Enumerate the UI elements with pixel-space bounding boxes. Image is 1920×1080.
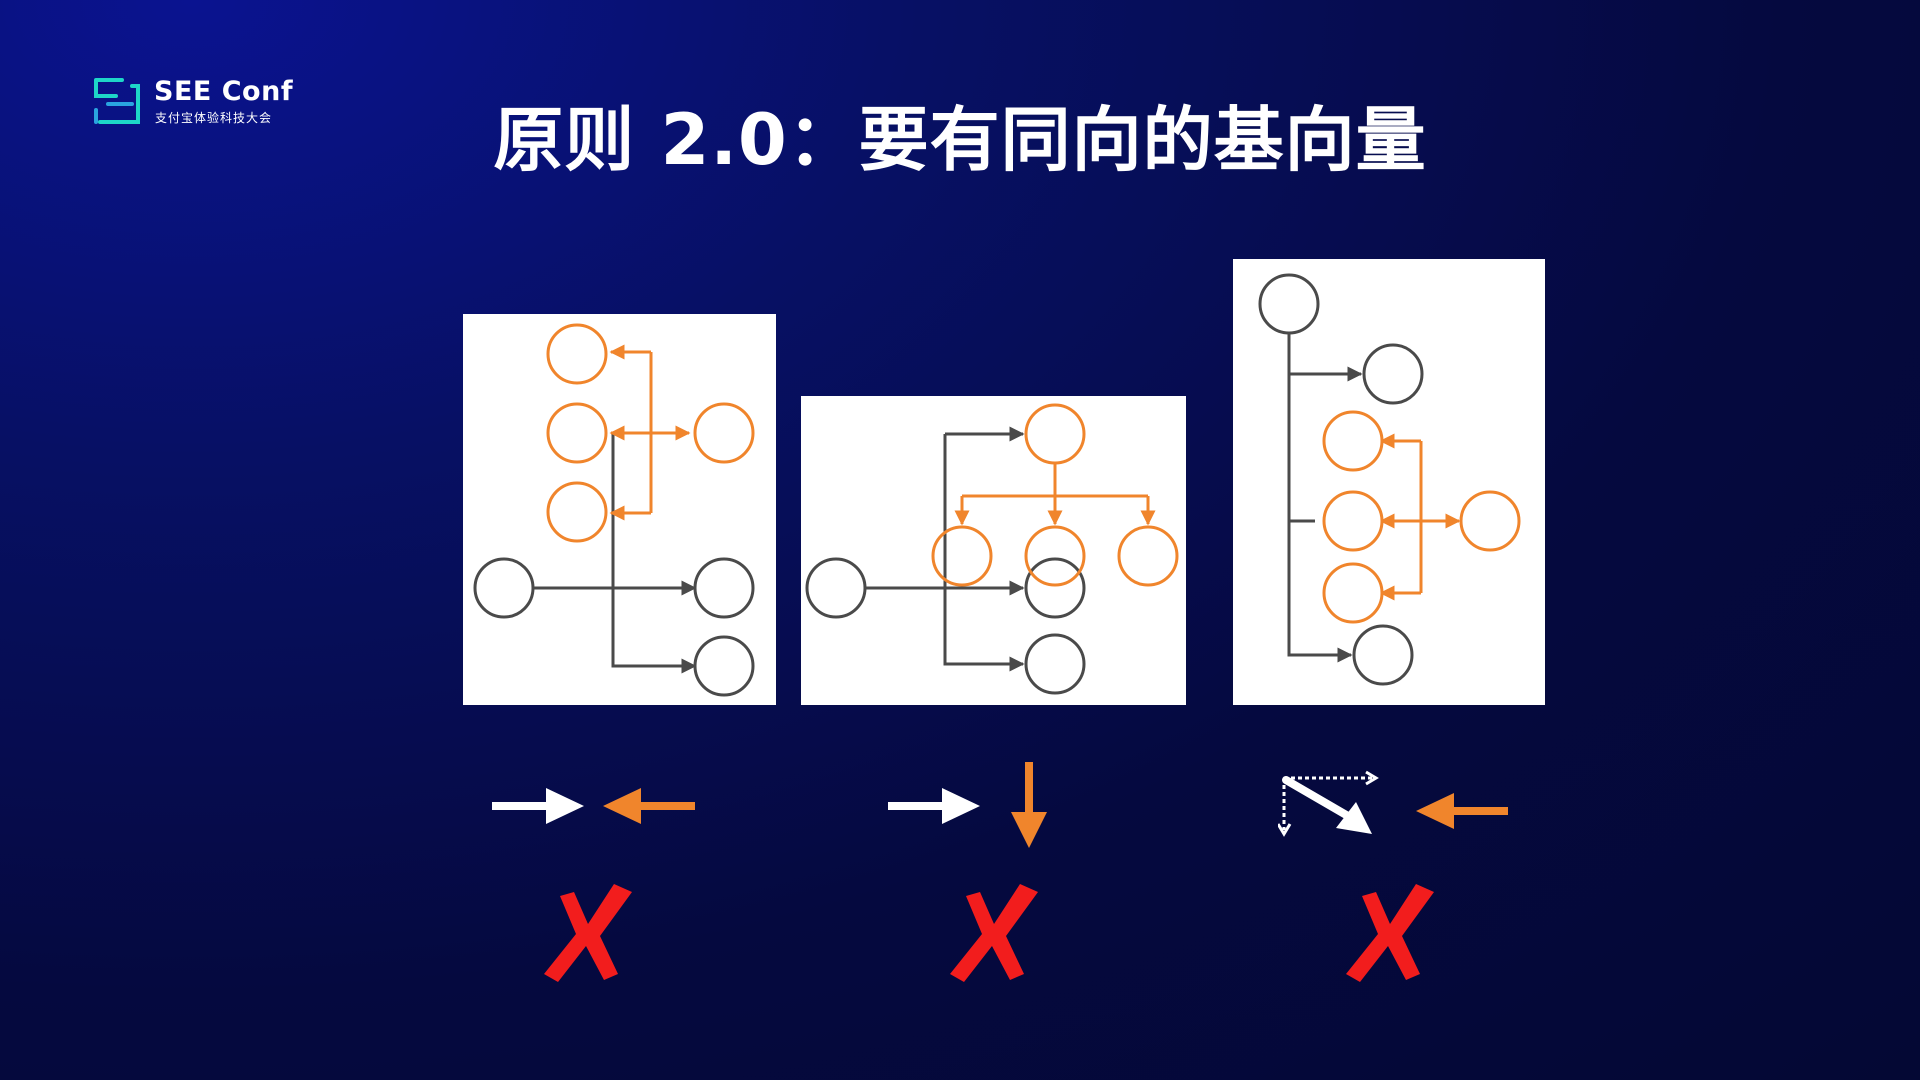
node-orange <box>546 323 608 385</box>
cross-mark-icon <box>1346 884 1434 982</box>
node-gray <box>473 557 535 619</box>
page-title: 原则 2.0：要有同向的基向量 <box>493 99 1427 181</box>
diagonal-arrow-icon <box>1278 770 1379 837</box>
cross-mark-icon <box>950 884 1038 982</box>
right-arrow-icon <box>492 788 584 824</box>
logo: SEE Conf 支付宝体验科技大会 <box>92 76 312 126</box>
logo-name: SEE Conf <box>154 76 294 107</box>
node-orange <box>931 525 993 587</box>
node-gray <box>1024 557 1086 619</box>
node-orange <box>1024 403 1086 465</box>
node-gray <box>1352 624 1414 686</box>
down-arrow-orange-icon <box>1011 762 1047 848</box>
node-orange <box>1322 410 1384 472</box>
node-orange <box>1024 525 1086 587</box>
left-arrow-orange-icon <box>1416 793 1508 829</box>
node-gray <box>805 557 867 619</box>
see-conf-logo-icon <box>94 78 140 124</box>
node-gray <box>693 557 755 619</box>
node-orange <box>693 402 755 464</box>
node-gray <box>1258 273 1320 335</box>
node-gray <box>1024 633 1086 695</box>
node-orange <box>546 481 608 543</box>
node-gray <box>1362 343 1424 405</box>
diagram-left <box>463 314 776 705</box>
left-arrow-orange-icon <box>603 788 695 824</box>
diagram-right <box>1233 259 1545 705</box>
node-gray <box>693 635 755 697</box>
node-orange <box>546 402 608 464</box>
node-orange <box>1322 562 1384 624</box>
node-orange <box>1117 525 1179 587</box>
node-orange <box>1322 490 1384 552</box>
logo-subtitle: 支付宝体验科技大会 <box>155 111 273 125</box>
diagram-middle <box>801 396 1186 705</box>
node-orange <box>1459 490 1521 552</box>
cross-mark-icon <box>544 884 632 982</box>
right-arrow-icon <box>888 788 980 824</box>
